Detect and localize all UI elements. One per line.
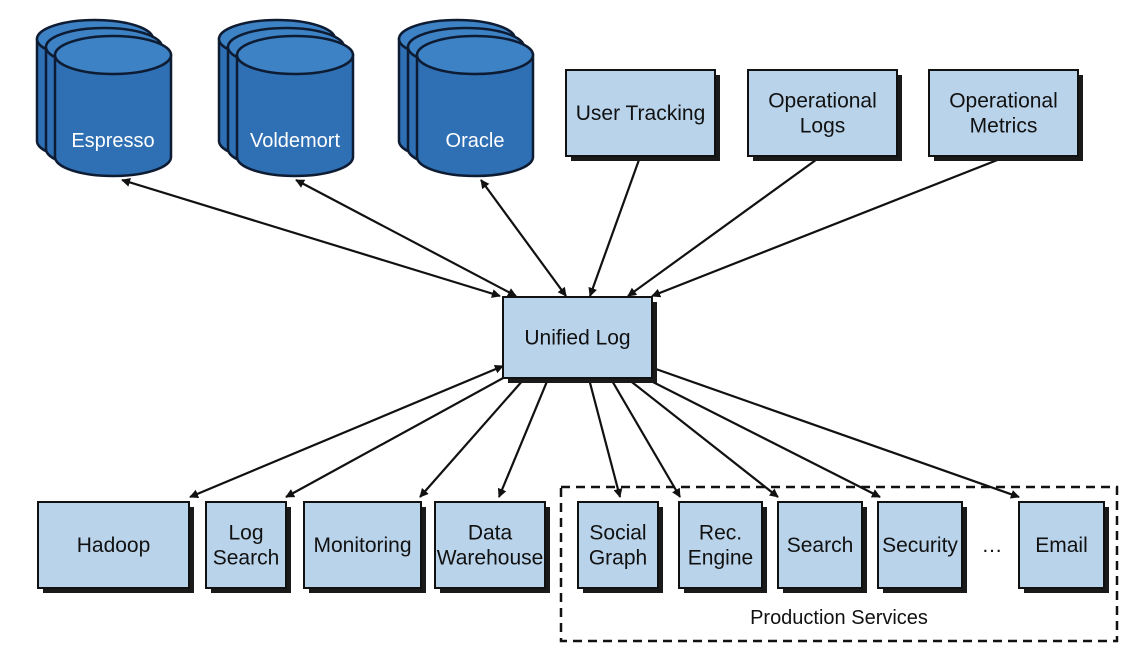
node-box (303, 501, 422, 589)
edges-layer (121, 155, 1020, 499)
node-box (747, 69, 898, 157)
node-label: Security (882, 534, 958, 557)
cylinder-top (415, 34, 535, 76)
edge-operational-logs-to-unified-log (627, 156, 821, 297)
node-label: Search (213, 547, 280, 570)
database-label: Voldemort (250, 130, 340, 152)
node-label: Logs (800, 115, 846, 138)
database-cylinder (235, 34, 355, 178)
node-search: Search (777, 501, 867, 593)
node-security: Security (877, 501, 967, 593)
cylinder-top (53, 34, 173, 76)
database-label: Espresso (71, 130, 154, 152)
node-unified-log: Unified Log (502, 296, 657, 383)
node-box (577, 501, 659, 589)
edge-unified-log-to-data-warehouse (497, 378, 550, 498)
node-label: Warehouse (437, 547, 544, 570)
node-label: Operational (768, 90, 877, 113)
node-label: Email (1035, 534, 1088, 557)
cylinder-top (235, 34, 355, 76)
node-box (565, 69, 716, 157)
edge-unified-log-to-log-search (285, 376, 506, 498)
edge-unified-log-to-monitoring (419, 378, 525, 498)
production-services-label: Production Services (750, 607, 928, 629)
cylinder-body (53, 53, 173, 178)
edge-unified-log-to-espresso (121, 178, 501, 298)
node-label: Hadoop (77, 534, 151, 557)
node-box (205, 501, 287, 589)
edge-unified-log-to-social-graph (587, 378, 623, 498)
node-box (777, 501, 863, 589)
node-label: Rec. (699, 522, 742, 545)
production-services-group: Production Services (559, 485, 1119, 643)
edge-unified-log-to-search (627, 378, 779, 498)
edge-unified-log-to-hadoop (189, 364, 504, 499)
node-box (1018, 501, 1105, 589)
node-label: Data (468, 522, 513, 545)
node-box (928, 69, 1079, 157)
node-label: User Tracking (576, 102, 706, 125)
node-user-tracking: User Tracking (565, 69, 720, 161)
database-cylinder (53, 34, 173, 178)
edge-unified-log-to-email (652, 366, 1020, 499)
database-espresso: Espresso (35, 18, 173, 178)
database-cylinder (415, 34, 535, 178)
node-email: Email (1018, 501, 1109, 593)
edge-user-tracking-to-unified-log (588, 156, 642, 297)
database-voldemort: Voldemort (217, 18, 355, 178)
node-label: Operational (949, 90, 1058, 113)
node-box (502, 296, 653, 379)
edge-unified-log-to-voldemort (295, 179, 517, 297)
cylinder-body (415, 53, 535, 178)
node-label: Log (228, 522, 263, 545)
node-label: Monitoring (313, 534, 411, 557)
node-monitoring: Monitoring (303, 501, 426, 593)
edge-operational-metrics-to-unified-log (651, 155, 1006, 298)
node-hadoop: Hadoop (37, 501, 194, 593)
node-label: Social (589, 522, 646, 545)
edge-unified-log-to-security (644, 377, 881, 498)
node-box (434, 501, 546, 589)
nodes-layer: Production Services Espresso Voldemort Orac… (35, 18, 1119, 643)
node-label: Unified Log (524, 327, 630, 350)
edge-unified-log-to-rec-engine (610, 378, 681, 498)
cylinder-body (235, 53, 355, 178)
database-oracle: Oracle (397, 18, 535, 178)
node-box (877, 501, 963, 589)
node-label: Metrics (970, 115, 1038, 138)
database-label: Oracle (446, 130, 505, 152)
node-rec-engine: Rec.Engine (678, 501, 767, 593)
node-box (678, 501, 763, 589)
edge-unified-log-to-oracle (480, 179, 567, 297)
node-label: Engine (688, 547, 753, 570)
production-services-border (559, 485, 1119, 643)
node-label: Search (787, 534, 854, 557)
node-label: Graph (589, 547, 647, 570)
node-box (37, 501, 190, 589)
ellipsis: … (982, 534, 1003, 557)
